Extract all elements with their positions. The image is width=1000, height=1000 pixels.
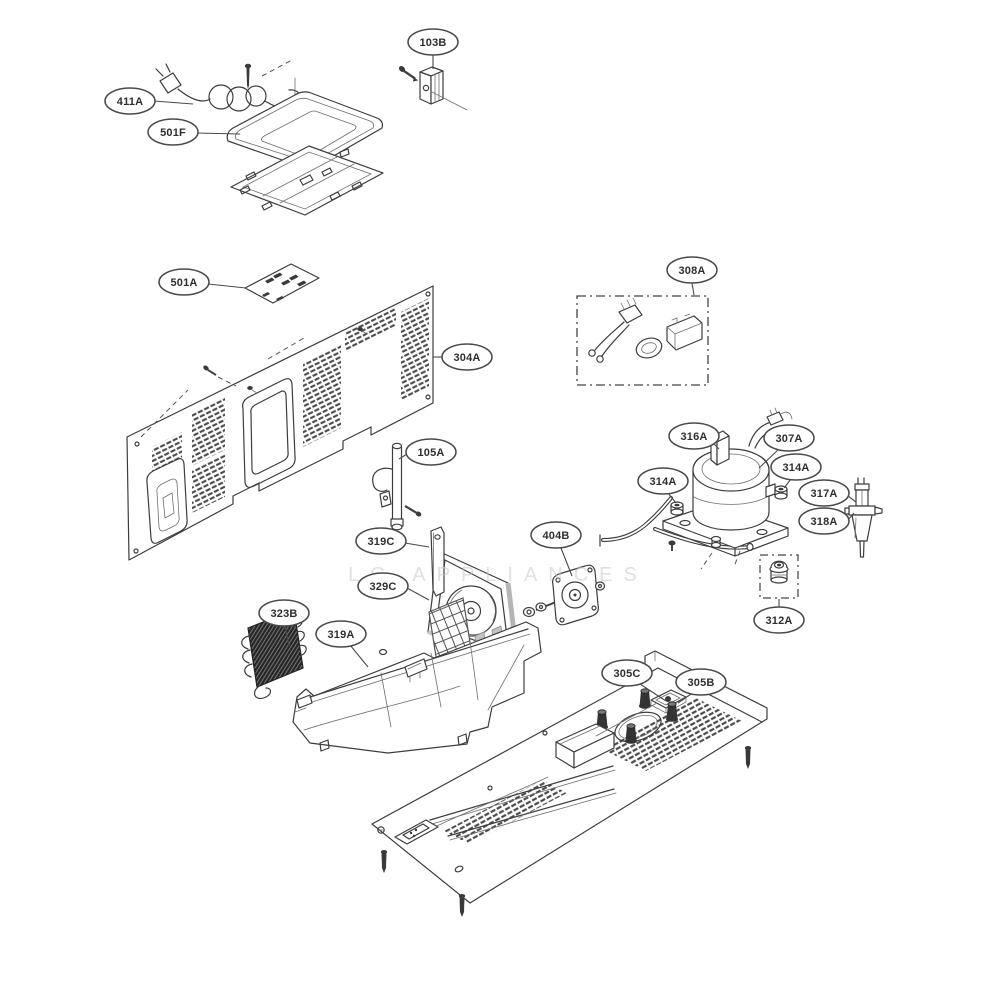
callout-323b[interactable]: 323B xyxy=(258,599,310,647)
part-grommet-314a-left xyxy=(670,501,684,516)
part-bracket-319c xyxy=(430,526,445,597)
part-grommet-312a xyxy=(759,554,799,599)
svg-text:317A: 317A xyxy=(810,488,837,500)
callout-103b[interactable]: 103B xyxy=(407,28,459,69)
part-pipe-105a xyxy=(372,442,422,531)
callout-319a[interactable]: 319A xyxy=(315,620,369,668)
part-drier-317a-318a xyxy=(844,477,883,558)
svg-text:305B: 305B xyxy=(687,677,714,689)
callout-317a[interactable]: 317A xyxy=(798,479,857,507)
part-harness-308a xyxy=(576,295,709,386)
svg-text:501F: 501F xyxy=(160,127,186,139)
svg-text:307A: 307A xyxy=(775,433,802,445)
part-back-panel-304a xyxy=(126,285,434,561)
svg-text:319A: 319A xyxy=(327,629,354,641)
svg-text:329C: 329C xyxy=(369,581,396,593)
callout-314a-right[interactable]: 314A xyxy=(770,453,822,489)
callout-316a[interactable]: 316A xyxy=(668,422,720,450)
svg-text:305C: 305C xyxy=(613,668,640,680)
callout-318a[interactable]: 318A xyxy=(798,507,855,535)
callout-308a[interactable]: 308A xyxy=(666,256,718,296)
watermark: LG APPLIANCES xyxy=(348,564,648,586)
part-clip-103b xyxy=(398,66,468,111)
callout-314a-left[interactable]: 314A xyxy=(637,467,689,504)
svg-text:314A: 314A xyxy=(782,462,809,474)
callout-312a[interactable]: 312A xyxy=(753,599,805,634)
svg-text:316A: 316A xyxy=(680,431,707,443)
callout-305b[interactable]: 305B xyxy=(675,668,727,704)
callout-319c[interactable]: 319C xyxy=(355,527,430,555)
svg-text:318A: 318A xyxy=(810,516,837,528)
svg-text:308A: 308A xyxy=(678,265,705,277)
svg-text:304A: 304A xyxy=(453,352,480,364)
callout-307a[interactable]: 307A xyxy=(758,424,815,469)
svg-text:323B: 323B xyxy=(270,608,297,620)
svg-text:103B: 103B xyxy=(419,37,446,49)
rubber-mount-studs xyxy=(596,688,678,744)
power-inlet xyxy=(377,819,439,845)
part-base-plate-305b xyxy=(371,650,768,917)
part-fan-motor-404b xyxy=(522,564,606,626)
callout-501a[interactable]: 501A xyxy=(158,268,247,296)
part-compressor-307a xyxy=(599,407,793,570)
svg-text:404B: 404B xyxy=(542,530,569,542)
callout-105a[interactable]: 105A xyxy=(398,438,457,466)
callout-305c[interactable]: 305C xyxy=(601,659,667,702)
callout-501f[interactable]: 501F xyxy=(147,118,241,146)
svg-text:314A: 314A xyxy=(649,476,676,488)
part-cover-base-tray xyxy=(230,145,384,216)
callout-411a[interactable]: 411A xyxy=(104,87,194,115)
callout-329c[interactable]: 329C xyxy=(357,572,430,601)
svg-text:501A: 501A xyxy=(170,277,197,289)
svg-text:312A: 312A xyxy=(765,615,792,627)
callout-404b[interactable]: 404B xyxy=(530,521,582,577)
callout-304a[interactable]: 304A xyxy=(433,343,493,371)
part-drain-pan-319a xyxy=(292,621,542,754)
part-grommet-314a-right xyxy=(774,485,788,500)
svg-text:319C: 319C xyxy=(367,536,394,548)
mounting-screws xyxy=(380,746,752,917)
svg-text:411A: 411A xyxy=(117,96,144,108)
svg-text:105A: 105A xyxy=(417,447,444,459)
part-pcb-501a xyxy=(244,263,320,304)
